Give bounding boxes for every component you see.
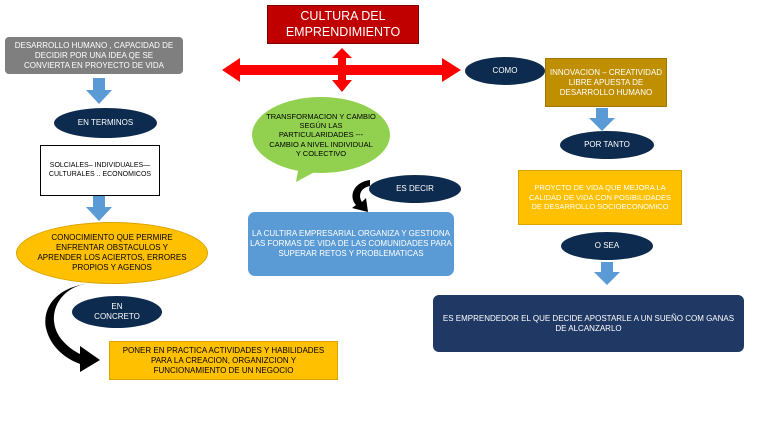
node-proyecto-de-vida: PROYCTO DE VIDA QUE MEJORA LA CALIDAD DE…	[518, 170, 682, 225]
node-en-concreto: EN CONCRETO	[72, 296, 162, 328]
down-arrow-4	[594, 262, 620, 285]
node-poner-en-practica: PONER EN PRACTICA ACTIVIDADES Y HABILIDA…	[109, 341, 338, 380]
node-dimensiones: SOLCIALES– INDIVIDUALES— CULTURALES .. E…	[40, 145, 160, 196]
down-arrow-3	[589, 108, 615, 131]
node-innovacion: INNOVACION – CREATIVIDAD LIBRE APUESTA D…	[545, 58, 667, 107]
node-transformacion-callout: TRANSFORMACION Y CAMBIO SEGÚN LAS PARTIC…	[252, 97, 390, 173]
node-conocimiento: CONOCIMIENTO QUE PERMIRE ENFRENTAR OBSTA…	[16, 222, 208, 284]
node-emprendedor: ES EMPRENDEDOR EL QUE DECIDE APOSTARLE A…	[433, 295, 744, 352]
node-por-tanto: POR TANTO	[560, 131, 654, 159]
down-arrow-2	[86, 196, 112, 221]
curved-arrow-middle	[352, 180, 370, 212]
title-text: CULTURA DEL EMPRENDIMIENTO	[285, 8, 401, 39]
curved-arrow-left	[45, 284, 100, 372]
node-desarrollo-humano: DESARROLLO HUMANO , CAPACIDAD DE DECIDIR…	[5, 37, 183, 74]
node-o-sea: O SEA	[561, 232, 653, 260]
title-box: CULTURA DEL EMPRENDIMIENTO	[267, 5, 419, 44]
node-como: COMO	[465, 57, 545, 85]
red-double-arrow-vertical	[332, 48, 352, 92]
node-cultura-empresarial: LA CULTIRA EMPRESARIAL ORGANIZA Y GESTIO…	[248, 212, 454, 276]
node-en-terminos: EN TERMINOS	[54, 108, 157, 138]
node-es-decir: ES DECIR	[369, 175, 461, 203]
down-arrow-1	[86, 78, 112, 104]
